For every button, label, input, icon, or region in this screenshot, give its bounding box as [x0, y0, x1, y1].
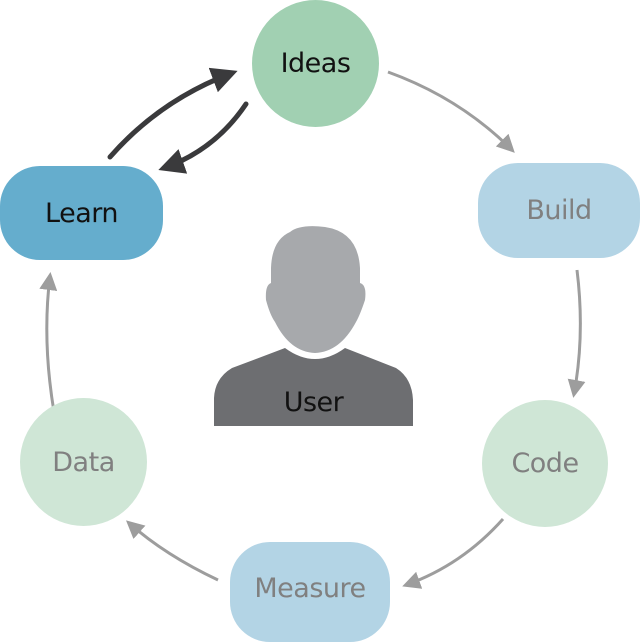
- node-learn-label: Learn: [45, 197, 118, 229]
- node-measure-label: Measure: [254, 572, 366, 604]
- arrow-learn-to-ideas: [107, 67, 238, 160]
- node-data: Data: [20, 398, 147, 526]
- node-learn: Learn: [0, 166, 163, 260]
- user-label: User: [214, 380, 413, 424]
- node-measure: Measure: [230, 542, 390, 642]
- node-ideas-label: Ideas: [280, 48, 351, 79]
- user-body: [214, 348, 413, 426]
- arrow-code-to-measure: [402, 518, 505, 589]
- node-data-label: Data: [52, 446, 115, 478]
- node-ideas: Ideas: [252, 0, 379, 127]
- node-code: Code: [482, 400, 608, 527]
- node-build: Build: [478, 163, 640, 258]
- user-label-text: User: [283, 386, 344, 418]
- node-build-label: Build: [526, 195, 592, 226]
- arrow-data-to-learn: [39, 272, 58, 413]
- arrow-measure-to-data: [126, 520, 219, 582]
- arrow-build-to-code: [567, 269, 586, 398]
- user-head: [265, 226, 366, 353]
- user-icon: [214, 226, 413, 426]
- arrow-ideas-to-build: [387, 70, 515, 153]
- node-code-label: Code: [511, 448, 579, 479]
- arrow-ideas-to-learn: [158, 101, 249, 174]
